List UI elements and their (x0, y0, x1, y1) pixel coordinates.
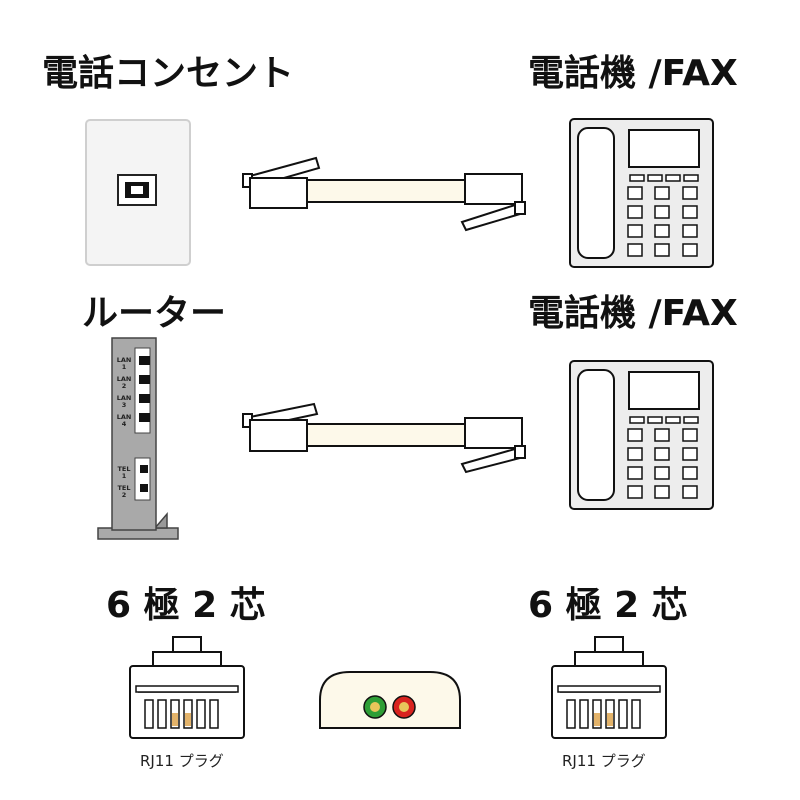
phone-fax-title-bottom: 電話機 /FAX (528, 293, 738, 334)
svg-text:1: 1 (122, 472, 127, 480)
phone-cable-bottom (242, 402, 526, 474)
rj11-plug-caption-right: RJ11 プラグ (562, 752, 646, 770)
router-port-label-lan2: LAN (117, 375, 132, 383)
svg-text:3: 3 (122, 401, 127, 409)
wall-outlet-icon (85, 119, 191, 266)
router-port-label-lan1: LAN (117, 356, 132, 364)
router-port-label-tel1: TEL (117, 465, 130, 473)
router-port-label-tel2: TEL (117, 484, 130, 492)
svg-text:4: 4 (122, 420, 127, 428)
rj11-plug-caption-left: RJ11 プラグ (140, 752, 224, 770)
phone-cable-top (242, 156, 526, 232)
svg-text:2: 2 (122, 491, 127, 499)
rj11-plug-icon-left (129, 636, 245, 739)
rj11-plug-icon-right (551, 636, 667, 739)
router-port-label-lan3: LAN (117, 394, 132, 402)
phone-fax-icon-bottom (569, 360, 714, 510)
router-title: ルーター (82, 293, 227, 334)
spec-label-right: 6 極 2 芯 (528, 585, 688, 626)
cable-cross-section-icon (319, 671, 461, 729)
svg-text:2: 2 (122, 382, 127, 390)
svg-text:1: 1 (122, 363, 127, 371)
router-port-label-lan4: LAN (117, 413, 132, 421)
spec-label-left: 6 極 2 芯 (106, 585, 266, 626)
wall-outlet-title: 電話コンセント (42, 53, 295, 94)
phone-fax-title-top: 電話機 /FAX (528, 53, 738, 94)
phone-fax-icon-top (569, 118, 714, 268)
